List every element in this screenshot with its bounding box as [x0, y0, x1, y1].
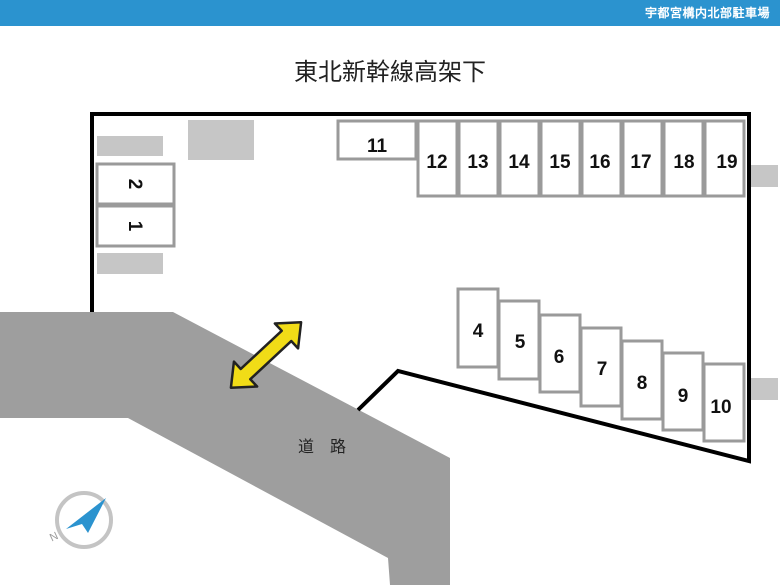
parking-space-19[interactable]: 19 [703, 119, 746, 198]
header-title: 宇都宮構内北部駐車場 [644, 6, 770, 20]
parking-space-label: 10 [710, 397, 731, 418]
parking-space-label: 2 [124, 179, 145, 190]
parking-space-label: 8 [637, 373, 648, 394]
parking-space-label: 12 [426, 152, 447, 173]
compass-icon: N [48, 491, 113, 549]
parking-space-11[interactable]: 11 [336, 119, 418, 161]
parking-space-1[interactable]: 1 [95, 204, 176, 248]
road-label: 道 路 [298, 437, 346, 456]
gray-block [751, 378, 778, 400]
parking-space-12[interactable]: 12 [416, 119, 459, 198]
parking-space-14[interactable]: 14 [498, 119, 541, 198]
parking-space-label: 16 [589, 152, 610, 173]
parking-space-label: 4 [473, 321, 484, 342]
parking-space-16[interactable]: 16 [580, 119, 623, 198]
map-title: 東北新幹線高架下 [294, 58, 486, 86]
parking-space-label: 5 [515, 332, 526, 353]
gray-block [97, 136, 163, 156]
parking-space-label: 13 [467, 152, 488, 173]
parking-space-15[interactable]: 15 [539, 119, 582, 198]
lot-boundary [90, 112, 751, 464]
parking-space-label: 17 [630, 152, 651, 173]
gray-block [751, 165, 778, 187]
parking-space-7[interactable]: 7 [579, 326, 623, 408]
parking-space-6[interactable]: 6 [538, 313, 582, 394]
parking-space-label: 18 [673, 152, 694, 173]
parking-space-18[interactable]: 18 [662, 119, 705, 198]
parking-space-13[interactable]: 13 [457, 119, 500, 198]
gray-block [188, 120, 254, 160]
parking-space-8[interactable]: 8 [620, 339, 664, 421]
parking-space-label: 19 [716, 152, 737, 173]
parking-space-label: 11 [367, 136, 388, 157]
parking-space-label: 9 [678, 386, 689, 407]
road [0, 312, 450, 585]
parking-space-4[interactable]: 4 [456, 287, 500, 369]
parking-space-label: 1 [124, 221, 145, 232]
entrance-arrow-icon [229, 321, 303, 389]
gray-block [97, 253, 163, 274]
header-bar: 宇都宮構内北部駐車場 [0, 0, 780, 26]
parking-space-9[interactable]: 9 [661, 351, 705, 432]
parking-space-17[interactable]: 17 [621, 119, 664, 198]
parking-space-label: 6 [554, 347, 565, 368]
parking-space-label: 15 [549, 152, 571, 173]
parking-space-5[interactable]: 5 [497, 299, 541, 381]
parking-space-10[interactable]: 10 [702, 362, 746, 443]
parking-space-label: 7 [597, 359, 608, 380]
parking-space-label: 14 [508, 152, 530, 173]
parking-space-2[interactable]: 2 [95, 162, 176, 206]
